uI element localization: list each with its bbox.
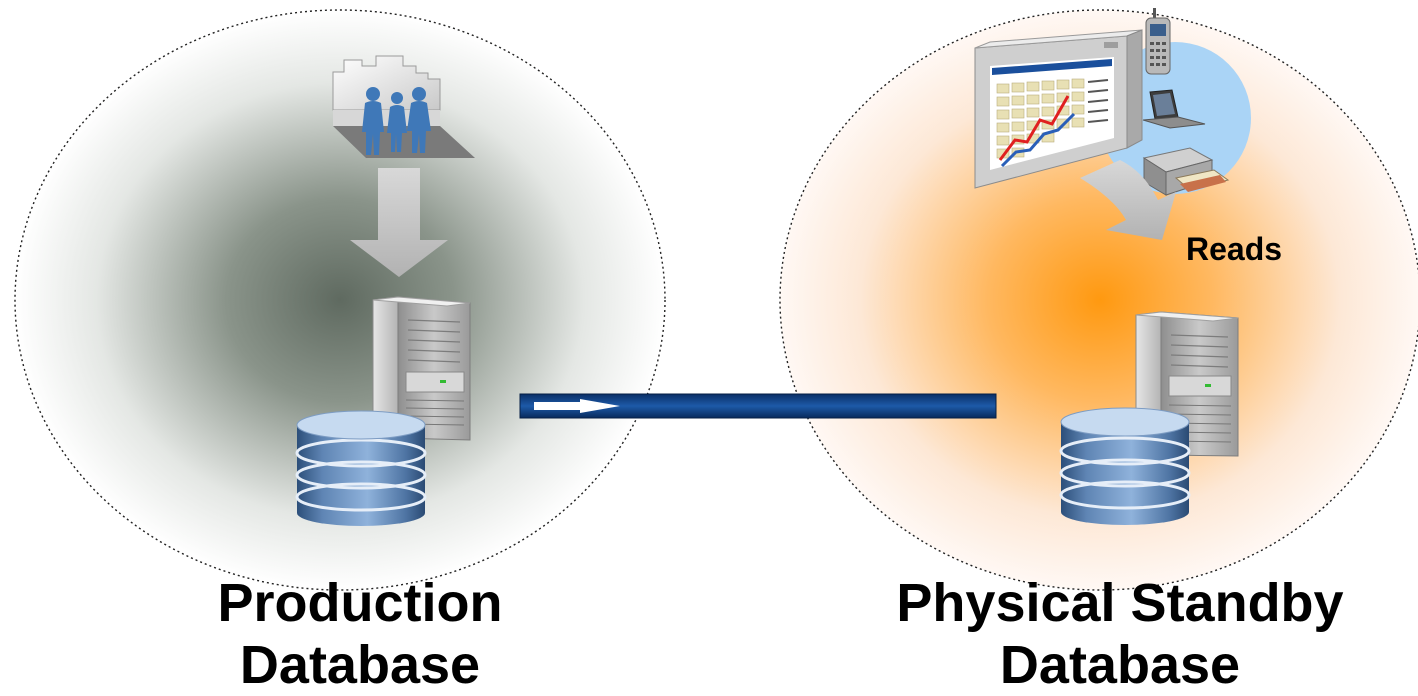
laptop-icon [1142, 89, 1206, 129]
caption-line: Database [239, 635, 481, 695]
caption-line: Production [217, 573, 503, 633]
standby-database-caption: Physical Standby Database [870, 572, 1370, 696]
mobile-phone-icon [1145, 8, 1171, 75]
redo-transport-pipe [519, 393, 997, 419]
production-site [14, 9, 666, 591]
database-disk-icon [295, 410, 427, 526]
production-boundary [14, 9, 666, 591]
caption-line: Database [999, 635, 1241, 695]
printer-icon [1142, 147, 1230, 196]
production-database-caption: Production Database [160, 572, 560, 696]
reads-label: Reads [1186, 231, 1283, 267]
users-group-icon [332, 55, 475, 158]
report-screen-icon [974, 29, 1143, 189]
read-arrow-icon [1080, 160, 1176, 240]
standby-glow [780, 10, 1418, 590]
standby-site [779, 9, 1418, 591]
write-arrow-icon [350, 168, 448, 277]
caption-line: Physical Standby [896, 573, 1344, 633]
database-disk-icon [1059, 407, 1191, 525]
production-glow [15, 10, 665, 590]
